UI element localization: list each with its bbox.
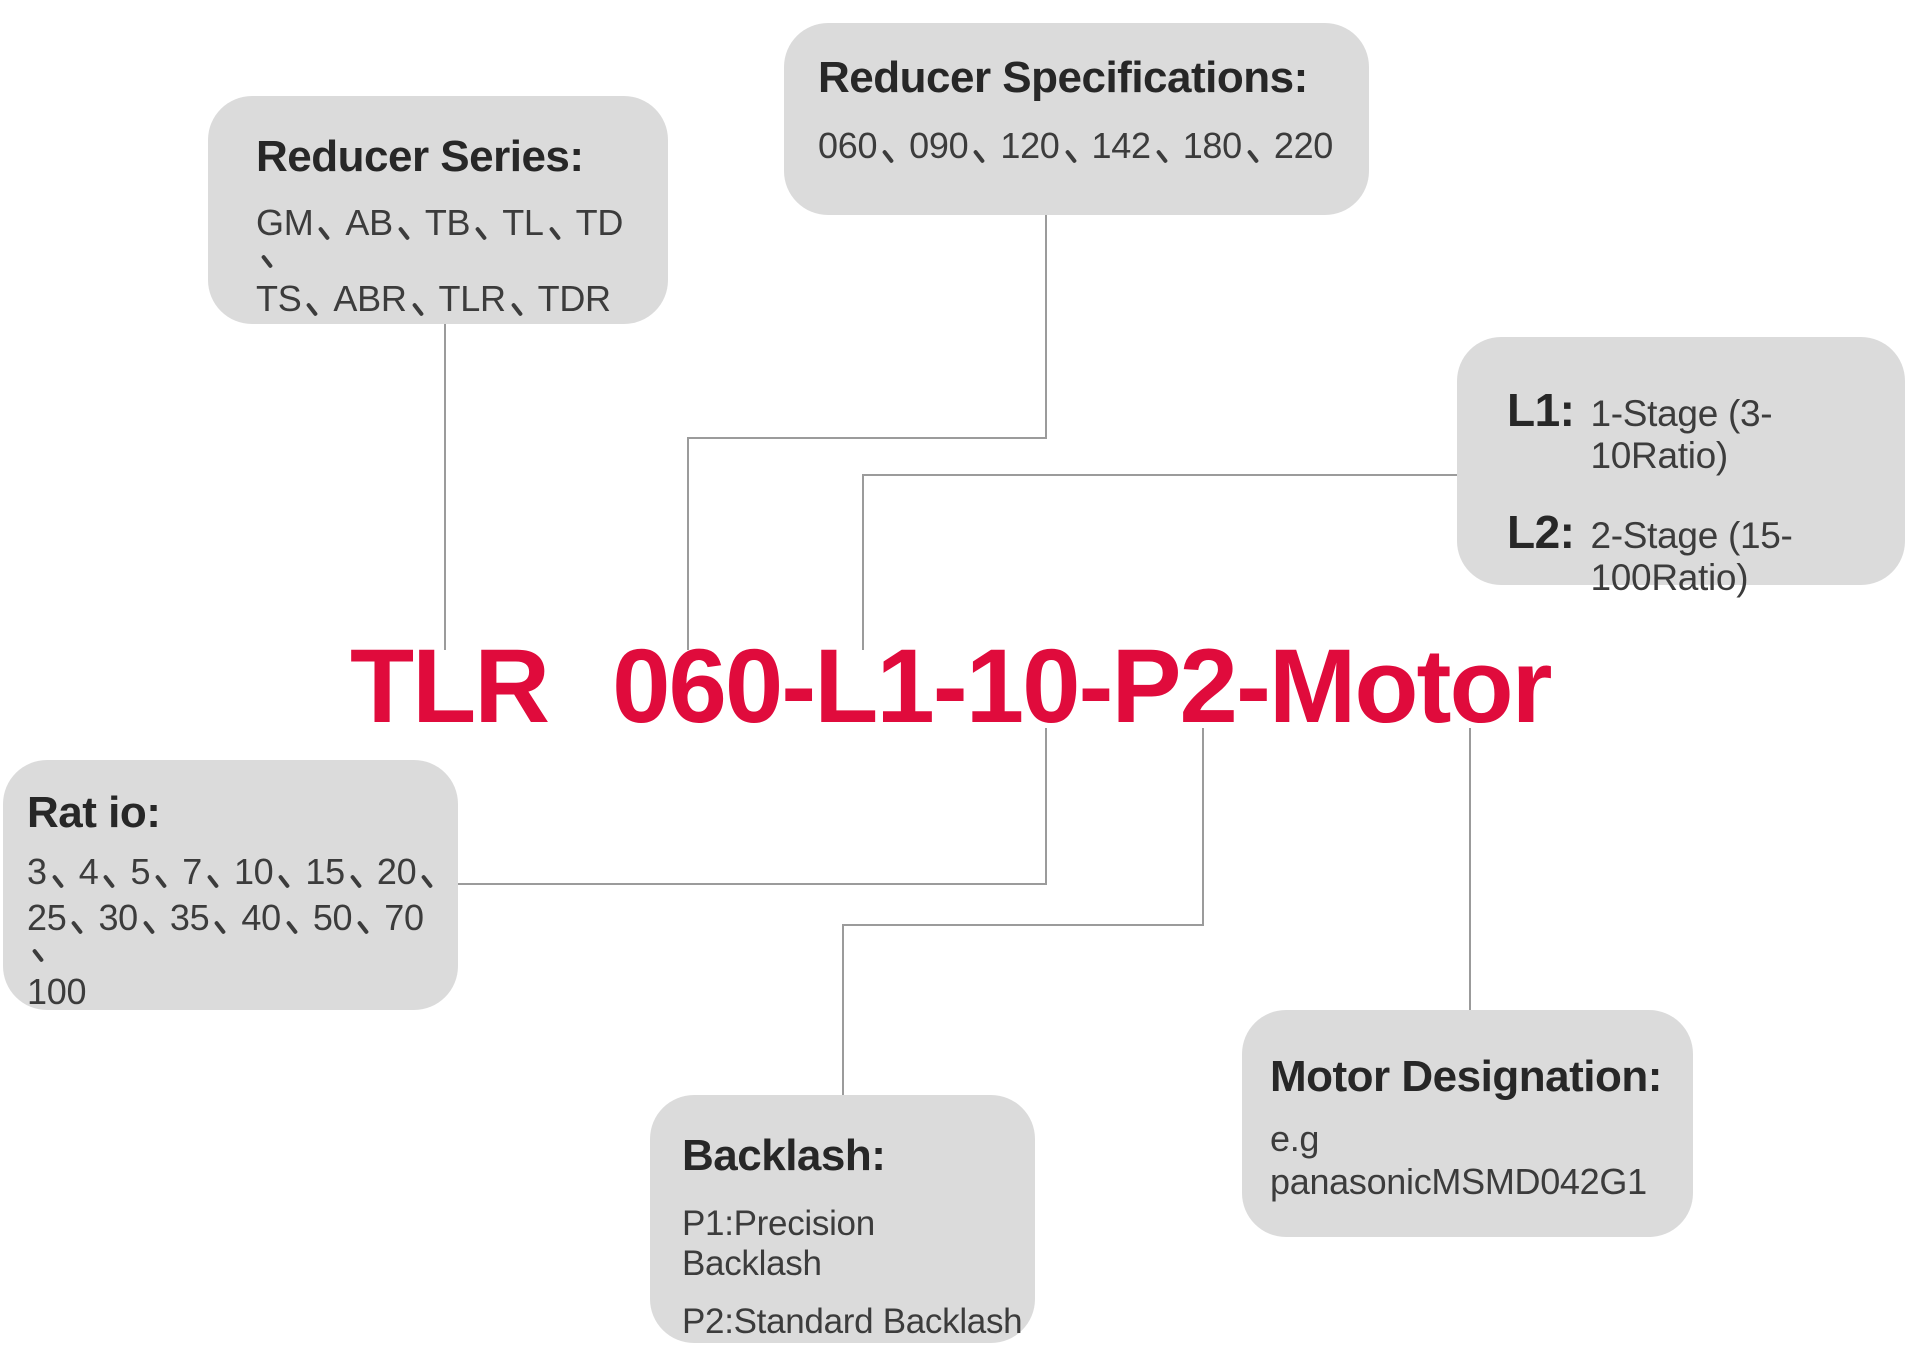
motor-designation-title: Motor Designation: [1270, 1052, 1662, 1101]
stage-row-l2: L2: 2-Stage (15-100Ratio) [1507, 505, 1889, 599]
ideographic-comma-separator [1156, 142, 1172, 170]
ideographic-comma-separator [421, 867, 437, 895]
enum-token: AB [345, 201, 393, 243]
stage-l1-label: L1: [1507, 384, 1575, 436]
enum-token: 180 [1182, 124, 1242, 166]
enum-token: 70 [384, 896, 424, 938]
enum-token: 40 [241, 896, 281, 938]
ideographic-comma-separator [52, 867, 68, 895]
connector-reducer-specs-vertical-top [1045, 215, 1047, 439]
enum-token: TL [502, 201, 544, 243]
ideographic-comma-separator [71, 913, 87, 941]
ideographic-comma-separator [103, 867, 119, 895]
enum-token: 4 [78, 850, 99, 892]
connector-backlash-horizontal [842, 924, 1204, 926]
ideographic-comma-separator [350, 867, 366, 895]
motor-designation-example: panasonicMSMD042G1 [1270, 1160, 1647, 1202]
connector-backlash-vertical-bottom [842, 924, 844, 1095]
stage-l2-text: 2-Stage (15-100Ratio) [1590, 515, 1793, 598]
ideographic-comma-separator [261, 247, 277, 275]
enum-token: 5 [130, 850, 151, 892]
reducer-specifications-box: Reducer Specifications: 060 090 120 142 180 2… [784, 23, 1369, 215]
ideographic-comma-separator [973, 142, 989, 170]
connector-stages-horizontal [862, 474, 1457, 476]
connector-ratio-vertical [1045, 728, 1047, 885]
ideographic-comma-separator [207, 867, 223, 895]
connector-backlash-vertical-top [1202, 728, 1204, 926]
enum-token: TLR [438, 277, 506, 319]
ideographic-comma-separator [286, 913, 302, 941]
reducer-series-box: Reducer Series: GM AB TB TL TD TS ABR TLR TDR [208, 96, 668, 324]
enum-token: 15 [305, 850, 345, 892]
ideographic-comma-separator [882, 142, 898, 170]
stage-l1-text: 1-Stage (3-10Ratio) [1590, 393, 1773, 476]
ideographic-comma-separator [143, 913, 159, 941]
ideographic-comma-separator [306, 295, 322, 323]
motor-designation-box: Motor Designation: e.g panasonicMSMD042G… [1242, 1010, 1693, 1237]
backlash-p1: P1:Precision Backlash [682, 1203, 875, 1283]
backlash-title: Backlash: [682, 1131, 886, 1180]
ideographic-comma-separator [1065, 142, 1081, 170]
ideographic-comma-separator [398, 219, 414, 247]
enum-token: TD [575, 201, 624, 243]
enum-token: 120 [1000, 124, 1060, 166]
ideographic-comma-separator [32, 941, 48, 969]
enum-token: TDR [537, 277, 611, 319]
enum-token: 090 [909, 124, 969, 166]
enum-token: 100 [27, 970, 87, 1012]
ideographic-comma-separator [475, 219, 491, 247]
stage-l2-label: L2: [1507, 506, 1575, 558]
enum-token: TB [424, 201, 471, 243]
model-code: TLR 060-L1-10-P2-Motor [350, 628, 1553, 745]
connector-reducer-specs-vertical-bottom [687, 437, 689, 650]
ratio-values-line3: 100 [27, 969, 450, 1015]
enum-token: 3 [27, 850, 47, 892]
ideographic-comma-separator [318, 219, 334, 247]
ideographic-comma-separator [412, 295, 428, 323]
connector-stages-vertical [862, 474, 864, 650]
enum-token: 25 [27, 896, 67, 938]
enum-token: 50 [312, 896, 353, 938]
enum-token: 20 [376, 850, 417, 892]
enum-token: 10 [233, 850, 274, 892]
enum-token: 220 [1273, 124, 1334, 166]
reducer-series-values-line2: TS ABR TLR TDR [256, 275, 642, 323]
ideographic-comma-separator [1247, 142, 1263, 170]
motor-designation-eg: e.g [1270, 1117, 1320, 1159]
reducer-specifications-values: 060 090 120 142 180 220 [818, 122, 1349, 170]
reducer-specifications-title: Reducer Specifications: [818, 53, 1308, 102]
ideographic-comma-separator [278, 867, 294, 895]
stages-box: L1: 1-Stage (3-10Ratio) L2: 2-Stage (15-… [1457, 337, 1905, 598]
ideographic-comma-separator [357, 913, 373, 941]
model-code-rest: 060-L1-10-P2-Motor [612, 628, 1552, 745]
ideographic-comma-separator [155, 867, 171, 895]
enum-token: 30 [98, 896, 138, 938]
ideographic-comma-separator [549, 219, 565, 247]
enum-token: GM [256, 201, 314, 243]
ratio-title: Rat io: [27, 788, 161, 837]
reducer-series-title: Reducer Series: [256, 132, 584, 181]
connector-motor [1469, 728, 1471, 1010]
enum-token: TS [256, 277, 302, 319]
connector-ratio-horizontal [458, 883, 1047, 885]
enum-token: 142 [1091, 124, 1151, 166]
backlash-p2: P2:Standard Backlash [682, 1301, 1023, 1341]
backlash-box: Backlash: P1:Precision Backlash P2:Stand… [650, 1095, 1035, 1343]
enum-token: ABR [333, 277, 407, 319]
model-code-series: TLR [350, 628, 550, 745]
connector-reducer-series [444, 323, 446, 650]
stage-row-l1: L1: 1-Stage (3-10Ratio) [1507, 383, 1889, 477]
enum-token: 7 [182, 850, 202, 892]
ratio-values-line2: 25 30 35 40 50 70 [27, 895, 450, 969]
ideographic-comma-separator [511, 295, 527, 323]
enum-token: 35 [169, 896, 210, 938]
enum-token: 060 [818, 124, 878, 166]
ideographic-comma-separator [214, 913, 230, 941]
reducer-series-values-line1: GM AB TB TL TD [256, 199, 642, 275]
connector-reducer-specs-horizontal [687, 437, 1047, 439]
